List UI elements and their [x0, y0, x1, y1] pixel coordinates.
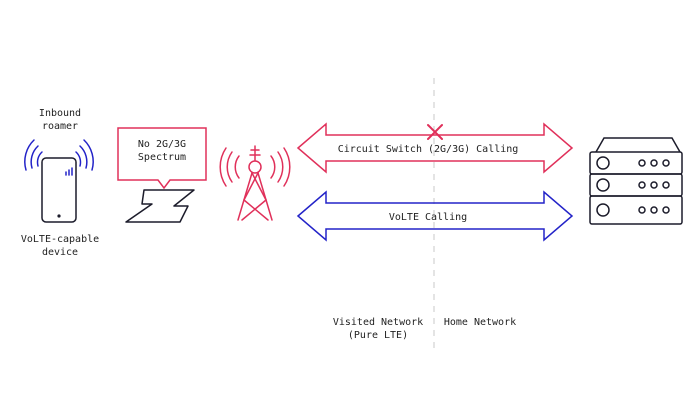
circuit-switch-label: Circuit Switch (2G/3G) Calling: [338, 144, 519, 155]
visited-network-sublabel: (Pure LTE): [348, 330, 408, 341]
roamer-label-line1: Inbound: [39, 108, 81, 119]
home-network-label: Home Network: [444, 317, 516, 328]
visited-network-label: Visited Network: [333, 317, 423, 328]
roamer-label-line2: roamer: [42, 121, 78, 132]
phone-icon: [24, 139, 94, 223]
callout-line1: No 2G/3G: [138, 139, 186, 150]
circuit-switch-arrow: [296, 122, 574, 174]
cell-tower-icon: [219, 145, 291, 221]
lightning-icon: [125, 189, 195, 223]
x-mark-icon: [427, 124, 443, 140]
volte-arrow: [296, 190, 574, 242]
server-icon: [589, 137, 683, 225]
device-label-line1: VoLTE-capable: [21, 234, 99, 245]
volte-label: VoLTE Calling: [389, 212, 467, 223]
device-label-line2: device: [42, 247, 78, 258]
callout-box: [117, 127, 207, 190]
callout-line2: Spectrum: [138, 152, 186, 163]
